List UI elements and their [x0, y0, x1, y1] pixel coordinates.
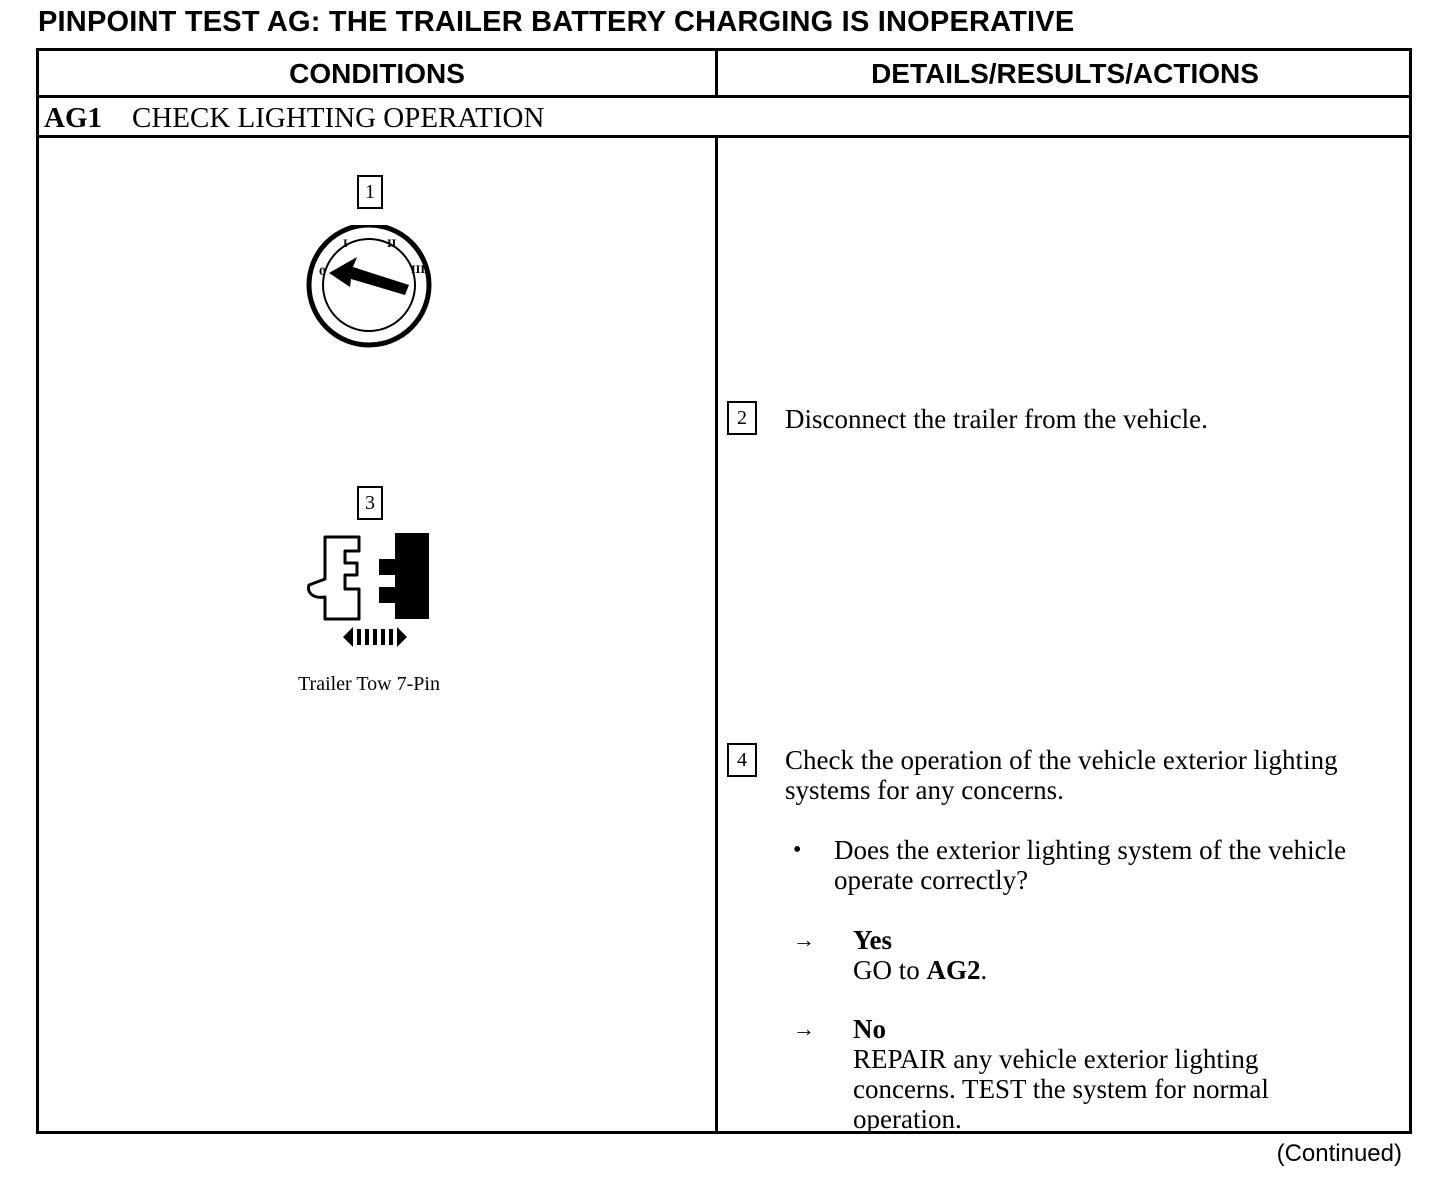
ignition-mark-off: 0 [319, 267, 326, 278]
step-2-text: Disconnect the trailer from the vehicle. [785, 404, 1208, 434]
figure-step-1-box: 1 [357, 175, 383, 209]
connector-caption: Trailer Tow 7-Pin [298, 673, 440, 695]
answer-no-label: No [853, 1014, 886, 1044]
connector-disconnect-icon [307, 533, 429, 647]
ignition-switch-off-icon: 0 I II III [306, 225, 432, 348]
ignition-mark-3: III [411, 265, 425, 276]
answer-yes-action: GO to AG2. [853, 955, 988, 985]
step-4-question: Does the exterior lighting system of the… [834, 835, 1347, 895]
details-header: DETAILS/RESULTS/ACTIONS [871, 58, 1259, 89]
header-rule [39, 95, 1409, 98]
pinpoint-test-table: CONDITIONS DETAILS/RESULTS/ACTIONS AG1 CH… [36, 48, 1412, 1134]
ignition-mark-1: I [343, 239, 348, 250]
section-id: AG1 [44, 102, 102, 134]
continued-note: (Continued) [1276, 1140, 1402, 1167]
step-4-text: Check the operation of the vehicle exter… [785, 745, 1338, 805]
answer-yes-ref: AG2 [926, 955, 981, 985]
yes-arrow-icon: → [793, 927, 815, 952]
conditions-header: CONDITIONS [289, 58, 465, 89]
step-4-box: 4 [727, 743, 757, 777]
answer-yes: Yes GO to AG2. [853, 925, 1403, 985]
figure-step-3-box: 3 [357, 486, 383, 520]
ignition-mark-2: II [387, 239, 397, 250]
column-divider [715, 138, 718, 1134]
answer-no-action: REPAIR any vehicle exterior lighting con… [853, 1044, 1269, 1134]
page-title: PINPOINT TEST AG: THE TRAILER BATTERY CH… [38, 6, 1075, 38]
no-arrow-icon: → [793, 1016, 815, 1041]
answer-no: No REPAIR any vehicle exterior lighting … [853, 1014, 1333, 1134]
question-bullet: • [793, 837, 802, 863]
answer-yes-label: Yes [853, 925, 892, 955]
step-2-box: 2 [727, 401, 757, 435]
section-rule [39, 135, 1409, 138]
section-heading: AG1 CHECK LIGHTING OPERATION [44, 97, 544, 137]
header-divider [715, 51, 718, 95]
section-name: CHECK LIGHTING OPERATION [132, 102, 545, 134]
